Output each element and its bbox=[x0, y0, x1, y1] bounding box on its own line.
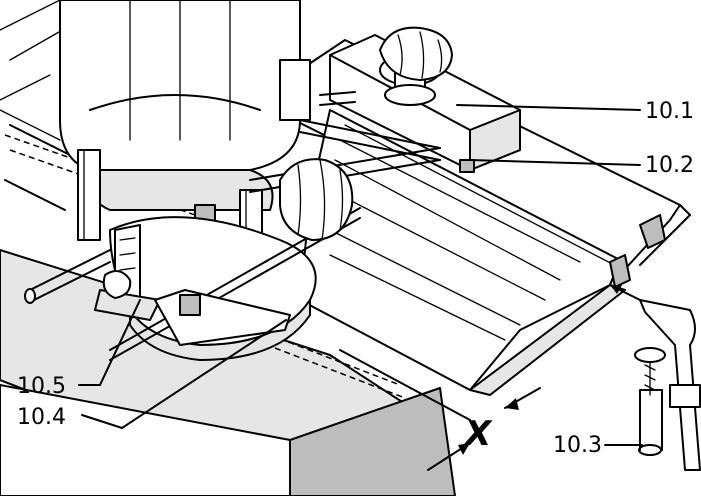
dimension-arrows bbox=[339, 284, 641, 471]
fine-adjust-scale bbox=[94, 224, 161, 321]
label-10-2: 10.2 bbox=[645, 153, 694, 178]
guide-block bbox=[154, 289, 291, 346]
label-10-1: 10.1 bbox=[645, 99, 694, 124]
label-10-4: 10.4 bbox=[17, 405, 66, 430]
label-10-5: 10.5 bbox=[17, 374, 66, 399]
background-surface bbox=[0, 0, 81, 211]
dimension-x-label: X bbox=[463, 414, 493, 454]
guide-stop bbox=[329, 26, 521, 173]
router-clamp-knob bbox=[279, 158, 354, 241]
label-10-3: 10.3 bbox=[553, 433, 602, 458]
screw-clamp bbox=[634, 299, 701, 471]
leader-lines bbox=[78, 104, 643, 446]
